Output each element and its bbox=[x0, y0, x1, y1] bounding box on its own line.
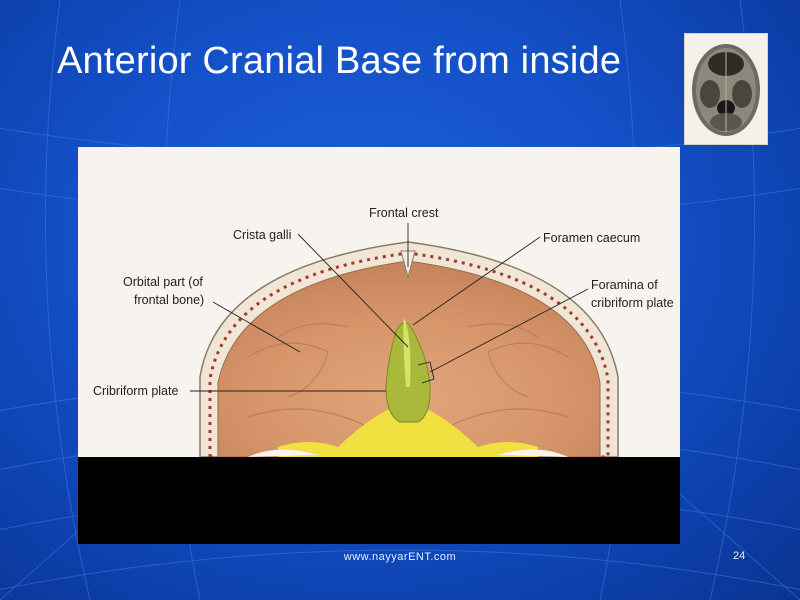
skull-base-thumbnail bbox=[684, 33, 768, 145]
label-frontal-crest: Frontal crest bbox=[369, 206, 439, 220]
sphenoid-region bbox=[278, 402, 538, 457]
label-foramina-line1: Foramina of bbox=[591, 278, 658, 292]
footer-website: www.nayyarENT.com bbox=[343, 551, 457, 563]
skull-thumbnail-image bbox=[692, 44, 760, 136]
label-crista-galli: Crista galli bbox=[233, 228, 291, 242]
crista-galli-shape bbox=[403, 317, 411, 387]
anatomy-figure: Frontal crest Crista galli Foramen caecu… bbox=[78, 147, 680, 544]
slide-title: Anterior Cranial Base from inside bbox=[57, 40, 622, 82]
label-foramen-caecum: Foramen caecum bbox=[543, 231, 640, 245]
label-orbital-part-line1: Orbital part (of bbox=[123, 275, 203, 289]
label-foramina-line2: cribriform plate bbox=[591, 296, 674, 310]
figure-black-band bbox=[78, 457, 680, 544]
label-cribriform-plate: Cribriform plate bbox=[93, 384, 178, 398]
label-orbital-part-line2: frontal bone) bbox=[134, 293, 204, 307]
page-number: 24 bbox=[733, 550, 746, 562]
